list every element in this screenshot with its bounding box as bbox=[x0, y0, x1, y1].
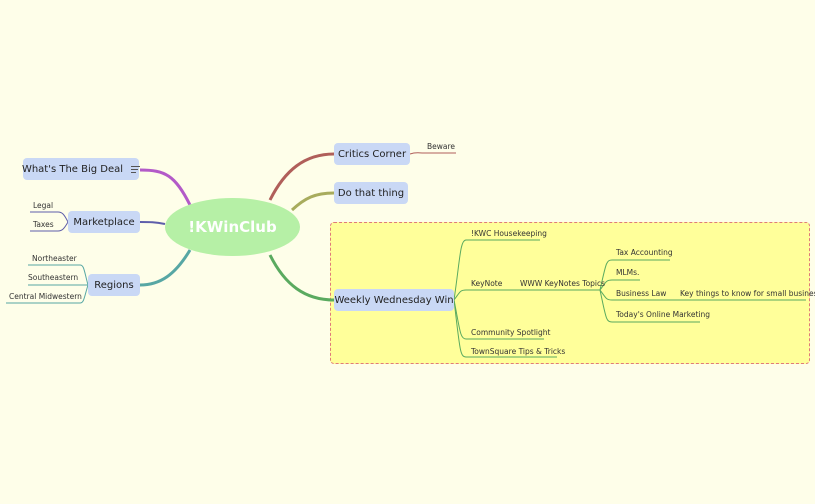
topic-big-deal-label: What's The Big Deal bbox=[21, 163, 124, 175]
leaf-www-keynotes-topics[interactable]: WWW KeyNotes Topics bbox=[520, 278, 605, 289]
link-central-midwestern bbox=[6, 284, 89, 304]
leaf-tax-accounting[interactable]: Tax Accounting bbox=[616, 247, 673, 258]
leaf-southeastern[interactable]: Southeastern bbox=[28, 272, 78, 283]
leaf-community-spotlight[interactable]: Community Spotlight bbox=[471, 327, 550, 338]
leaf-legal-label: Legal bbox=[33, 201, 54, 210]
leaf-key-things-label: Key things to know for small business bbox=[680, 289, 815, 298]
topic-big-deal[interactable]: What's The Big Deal bbox=[21, 158, 141, 180]
link-legal bbox=[30, 211, 69, 223]
topic-marketplace-label: Marketplace bbox=[73, 216, 135, 228]
leaf-keynote-label: KeyNote bbox=[471, 279, 503, 288]
topic-do-that-thing[interactable]: Do that thing bbox=[334, 182, 408, 204]
topic-weekly-wednesday-win[interactable]: Weekly Wednesday Win bbox=[334, 289, 454, 311]
leaf-tax-accounting-label: Tax Accounting bbox=[616, 248, 673, 257]
leaf-southeastern-label: Southeastern bbox=[28, 273, 79, 282]
leaf-keynote[interactable]: KeyNote bbox=[471, 278, 502, 289]
branch-marketplace bbox=[139, 221, 166, 225]
topic-regions[interactable]: Regions bbox=[88, 274, 140, 296]
leaf-kwc-housekeeping-label: !KWC Housekeeping bbox=[471, 229, 547, 238]
leaf-townsquare-tips-label: TownSquare Tips & Tricks bbox=[471, 347, 566, 356]
note-icon[interactable] bbox=[131, 164, 141, 175]
topic-marketplace[interactable]: Marketplace bbox=[68, 211, 140, 233]
branch-regions bbox=[139, 249, 192, 287]
branch-weekly bbox=[268, 254, 335, 302]
central-topic[interactable]: !KWinClub bbox=[165, 198, 300, 256]
leaf-online-marketing[interactable]: Today's Online Marketing bbox=[616, 309, 710, 320]
leaf-www-keynotes-topics-label: WWW KeyNotes Topics bbox=[520, 279, 606, 288]
leaf-mlms-label: MLMs. bbox=[616, 268, 640, 277]
leaf-taxes-label: Taxes bbox=[33, 220, 54, 229]
branch-critics bbox=[268, 152, 335, 201]
branch-big-deal bbox=[139, 168, 192, 206]
leaf-beware-label: Beware bbox=[427, 142, 456, 151]
link-beware bbox=[409, 152, 456, 155]
link-northeaster bbox=[28, 264, 89, 286]
branch-do-that bbox=[290, 191, 335, 212]
topic-critics-corner-label: Critics Corner bbox=[337, 148, 407, 160]
leaf-central-midwestern[interactable]: Central Midwestern bbox=[9, 291, 82, 302]
topic-do-that-thing-label: Do that thing bbox=[337, 187, 405, 199]
leaf-mlms[interactable]: MLMs. bbox=[616, 267, 639, 278]
leaf-online-marketing-label: Today's Online Marketing bbox=[616, 310, 710, 319]
topic-weekly-wednesday-win-label: Weekly Wednesday Win bbox=[334, 294, 454, 306]
leaf-business-law-label: Business Law bbox=[616, 289, 667, 298]
leaf-kwc-housekeeping[interactable]: !KWC Housekeeping bbox=[471, 228, 547, 239]
leaf-central-midwestern-label: Central Midwestern bbox=[9, 292, 82, 301]
central-topic-label: !KWinClub bbox=[188, 218, 277, 236]
leaf-community-spotlight-label: Community Spotlight bbox=[471, 328, 551, 337]
leaf-northeaster[interactable]: Northeaster bbox=[32, 253, 77, 264]
leaf-townsquare-tips[interactable]: TownSquare Tips & Tricks bbox=[471, 346, 565, 357]
leaf-taxes[interactable]: Taxes bbox=[33, 219, 54, 230]
leaf-business-law[interactable]: Business Law bbox=[616, 288, 666, 299]
link-taxes bbox=[30, 221, 69, 232]
topic-critics-corner[interactable]: Critics Corner bbox=[334, 143, 410, 165]
topic-regions-label: Regions bbox=[94, 279, 134, 291]
leaf-northeaster-label: Northeaster bbox=[32, 254, 77, 263]
leaf-legal[interactable]: Legal bbox=[33, 200, 53, 211]
leaf-beware[interactable]: Beware bbox=[427, 141, 455, 152]
leaf-key-things[interactable]: Key things to know for small business bbox=[680, 288, 815, 299]
